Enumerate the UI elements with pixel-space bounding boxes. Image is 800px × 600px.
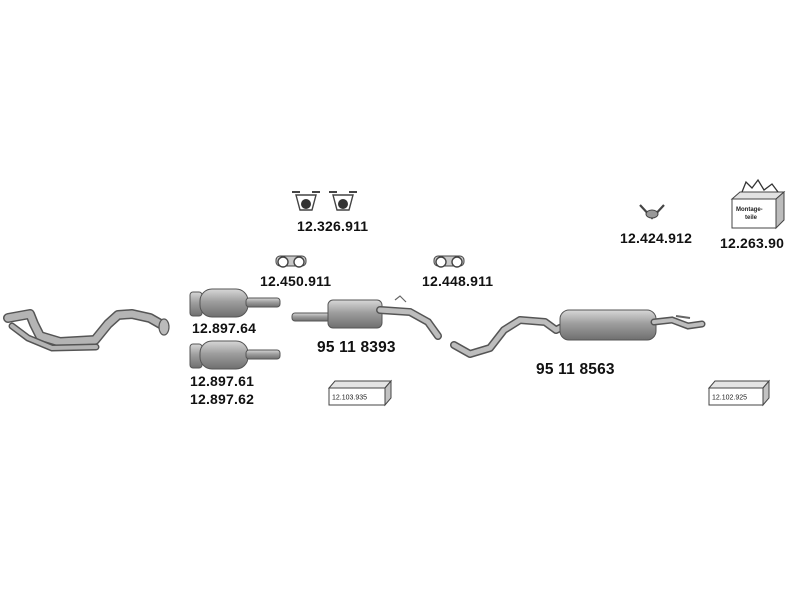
label-rear-silencer: 95 11 8563 (536, 361, 615, 378)
label-hanger-pair: 12.326.911 (297, 218, 369, 234)
mounting-kit-label-line1: Montage- (736, 207, 763, 213)
rubber-mount-b-part[interactable] (433, 255, 465, 268)
label-catalyst-b1: 12.897.61 (190, 373, 255, 389)
rear-silencer-part[interactable] (450, 309, 706, 358)
box-a-label: 12.103.935 (332, 395, 367, 402)
label-rubber-mount-b: 12.448.911 (422, 273, 494, 289)
catalyst-b-part[interactable] (189, 340, 281, 370)
rubber-mount-a-part[interactable] (275, 255, 307, 268)
mounting-kit-label-line2: teile (745, 215, 758, 221)
box-b-label: 12.102.925 (712, 395, 747, 402)
label-catalyst-b2: 12.897.62 (190, 391, 255, 407)
parts-box-b[interactable]: 12.102.925 (707, 379, 771, 407)
mounting-kit-part[interactable]: Montage- teile (730, 178, 786, 230)
catalyst-a-part[interactable] (189, 288, 281, 318)
clamp-part[interactable] (639, 204, 665, 220)
label-catalyst-a: 12.897.64 (192, 320, 257, 336)
middle-silencer-part[interactable] (291, 295, 442, 340)
parts-box-a[interactable]: 12.103.935 (327, 379, 393, 407)
label-middle-silencer: 95 11 8393 (317, 339, 396, 356)
hanger-pair-part[interactable] (292, 191, 357, 211)
label-clamp: 12.424.912 (620, 230, 693, 246)
front-pipe-part[interactable] (3, 309, 170, 352)
label-mounting-kit: 12.263.90 (720, 235, 785, 251)
label-rubber-mount-a: 12.450.911 (260, 273, 332, 289)
